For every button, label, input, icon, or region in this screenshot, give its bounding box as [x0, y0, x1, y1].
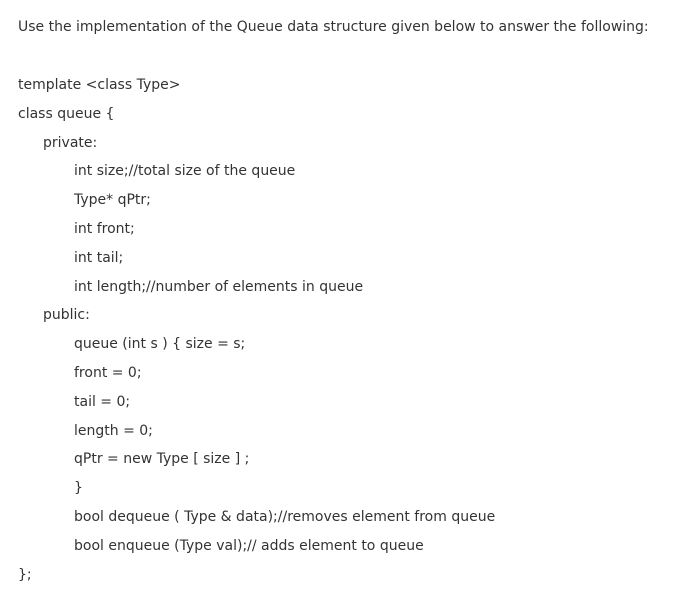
code-line-enqueue: bool enqueue (Type val);// adds element …	[74, 537, 424, 554]
code-line-template: template <class Type>	[18, 77, 181, 93]
code-line-front-init: front = 0;	[74, 364, 142, 381]
code-line-front: int front;	[74, 220, 135, 237]
code-line-constructor-close: }	[74, 480, 83, 497]
code-line-tail: int tail;	[74, 249, 124, 266]
code-line-public: public:	[43, 307, 90, 324]
code-line-private: private:	[43, 134, 98, 151]
code-line-length: int length;//number of elements in queue	[74, 278, 364, 295]
code-line-class-close: };	[18, 566, 32, 583]
code-line-class-decl: class queue {	[18, 105, 115, 122]
code-line-constructor: queue (int s ) { size = s;	[74, 336, 246, 353]
code-block: template <class Type> class queue { priv…	[18, 75, 495, 593]
code-line-qptr-alloc: qPtr = new Type [ size ] ;	[74, 451, 250, 468]
code-line-qptr: Type* qPtr;	[74, 192, 151, 209]
code-line-length-init: length = 0;	[74, 422, 153, 439]
question-intro-text: Use the implementation of the Queue data…	[18, 19, 649, 35]
code-line-tail-init: tail = 0;	[74, 393, 131, 410]
code-line-dequeue: bool dequeue ( Type & data);//removes el…	[74, 508, 496, 525]
code-line-size: int size;//total size of the queue	[74, 163, 296, 180]
